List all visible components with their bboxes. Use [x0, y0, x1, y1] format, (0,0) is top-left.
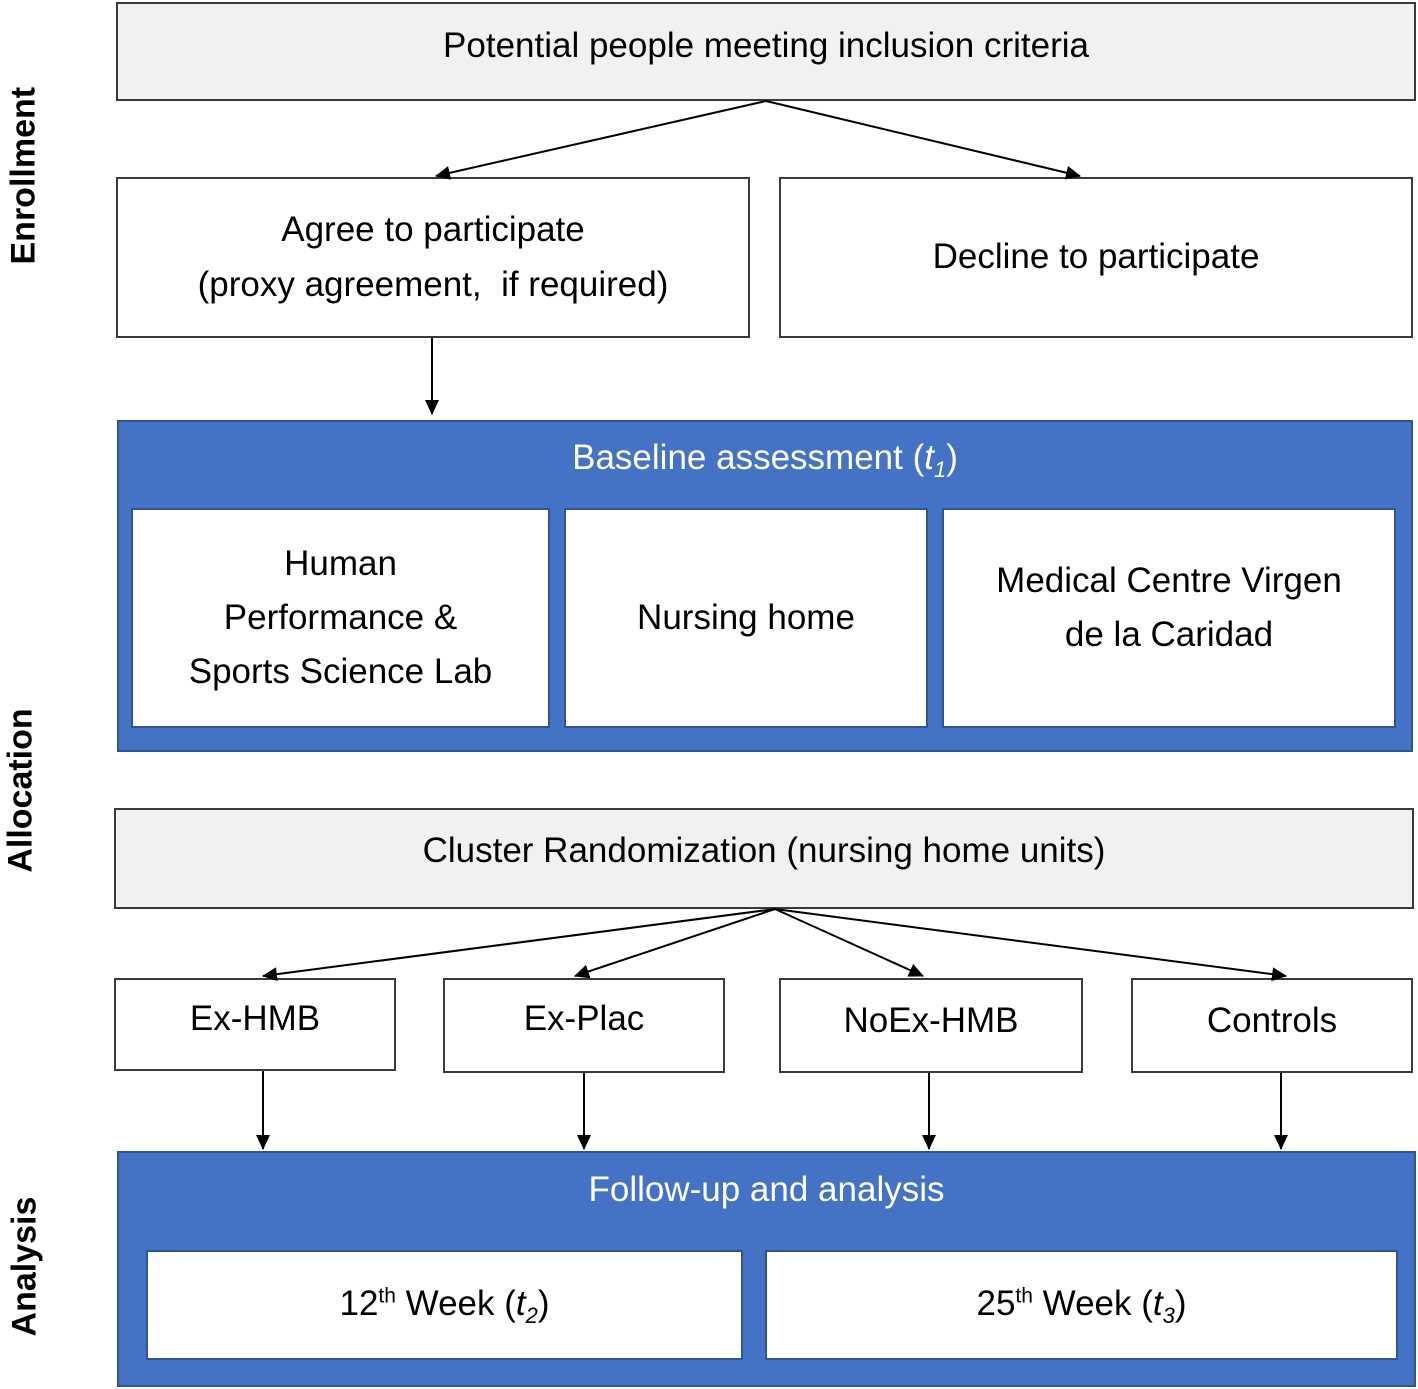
- decline-box: Decline to participate: [779, 177, 1413, 338]
- group-ex-plac-label: Ex-Plac: [523, 999, 645, 1039]
- group-ex-hmb: Ex-HMB: [114, 978, 396, 1071]
- followup-panel: Follow-up and analysis 12th Week (t2) 25…: [117, 1151, 1416, 1387]
- arrow-to-decline: [765, 100, 1081, 180]
- baseline-panel: Baseline assessment (t1) Human Performan…: [117, 420, 1413, 752]
- week25-text: 25th Week (t3): [976, 1283, 1187, 1328]
- followup-title: Follow-up and analysis: [588, 1170, 945, 1209]
- group-controls: Controls: [1131, 978, 1413, 1073]
- group-controls-label: Controls: [1206, 1001, 1338, 1041]
- lab-site-box: Human Performance & Sports Science Lab: [131, 508, 550, 728]
- agree-text: Agree to participate: [281, 210, 585, 250]
- agree-box: Agree to participate (proxy agreement, i…: [116, 177, 750, 338]
- medical-centre-line1: Medical Centre Virgen: [996, 560, 1342, 600]
- group-noex-hmb: NoEx-HMB: [779, 978, 1083, 1073]
- lab-site-line2: Performance &: [223, 597, 458, 637]
- arrow-to-controls: [774, 908, 1287, 982]
- randomization-text: Cluster Randomization (nursing home unit…: [422, 831, 1106, 871]
- nursing-home-box: Nursing home: [564, 508, 928, 728]
- week25-box: 25th Week (t3): [765, 1250, 1398, 1360]
- lab-site-line1: Human: [284, 543, 397, 583]
- agree-subtext: (proxy agreement, if required): [197, 264, 669, 304]
- week12-text: 12th Week (t2): [339, 1283, 550, 1328]
- medical-centre-box: Medical Centre Virgen de la Caridad: [942, 508, 1396, 728]
- potential-participants-box: Potential people meeting inclusion crite…: [116, 2, 1416, 101]
- medical-centre-line2: de la Caridad: [1064, 615, 1274, 654]
- lab-site-line3: Sports Science Lab: [188, 652, 493, 692]
- baseline-title: Baseline assessment (t1): [572, 438, 958, 482]
- week12-box: 12th Week (t2): [146, 1250, 743, 1360]
- nursing-home-text: Nursing home: [637, 597, 855, 637]
- arrow-to-ex-plac: [574, 908, 776, 979]
- arrow-to-agree: [435, 100, 767, 180]
- group-ex-hmb-label: Ex-HMB: [189, 999, 321, 1039]
- group-ex-plac: Ex-Plac: [443, 978, 725, 1073]
- arrow-to-noex-hmb: [774, 908, 924, 977]
- randomization-box: Cluster Randomization (nursing home unit…: [114, 808, 1414, 909]
- arrow-to-ex-hmb: [262, 908, 776, 982]
- decline-text: Decline to participate: [932, 237, 1260, 277]
- potential-participants-text: Potential people meeting inclusion crite…: [443, 26, 1089, 66]
- group-noex-hmb-label: NoEx-HMB: [843, 1001, 1019, 1041]
